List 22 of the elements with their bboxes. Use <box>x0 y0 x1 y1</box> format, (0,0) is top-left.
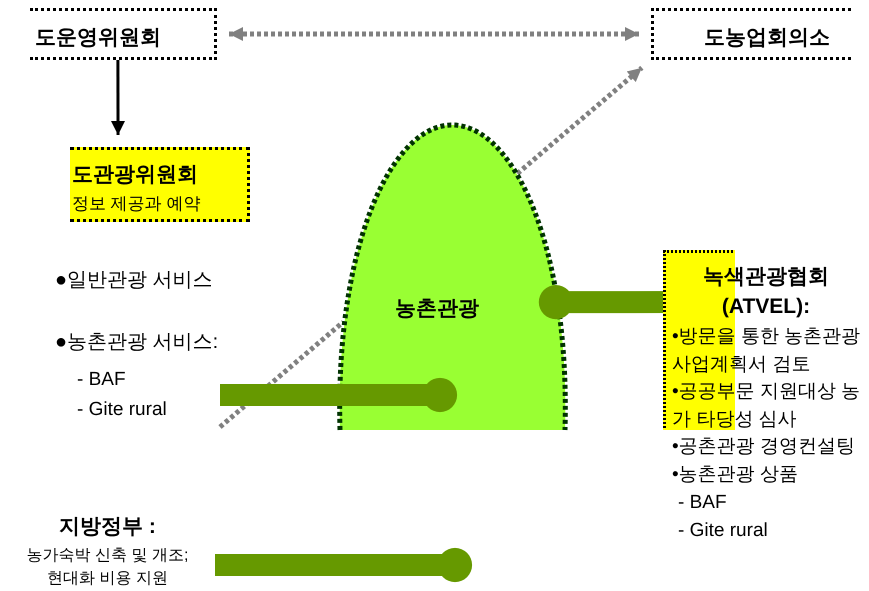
bullet-text: ●농촌관광 서비스: <box>55 330 218 355</box>
chamber-box <box>651 8 851 60</box>
list-item: - BAF <box>77 368 126 392</box>
council-label: 도운영위원회 <box>35 25 161 51</box>
committee-subtitle: 정보 제공과 예약 <box>72 193 200 215</box>
committee-title: 도관광위원회 <box>72 162 198 188</box>
connector-bar <box>220 378 458 412</box>
bullet-text: •공촌관광 경영컨설팅 <box>672 435 856 459</box>
government-text: 농가숙박 신축 및 개조; 현대화 비용 지원 <box>26 546 190 590</box>
bullet-text: ●일반관광 서비스 <box>55 268 213 293</box>
chamber-label: 도농업회의소 <box>704 25 830 51</box>
arrow <box>229 27 639 41</box>
arrow <box>111 60 125 135</box>
council-box <box>30 8 217 60</box>
list-item: - Gite rural <box>678 519 768 543</box>
bullet-text: •농촌관광 상품 <box>672 463 798 487</box>
government-title: 지방정부 : <box>58 514 157 540</box>
connector-bar <box>215 548 472 582</box>
committee-box <box>70 147 250 222</box>
list-item: - Gite rural <box>77 398 167 422</box>
list-item: - BAF <box>678 491 727 515</box>
dome-label: 농촌관광 <box>395 296 479 322</box>
